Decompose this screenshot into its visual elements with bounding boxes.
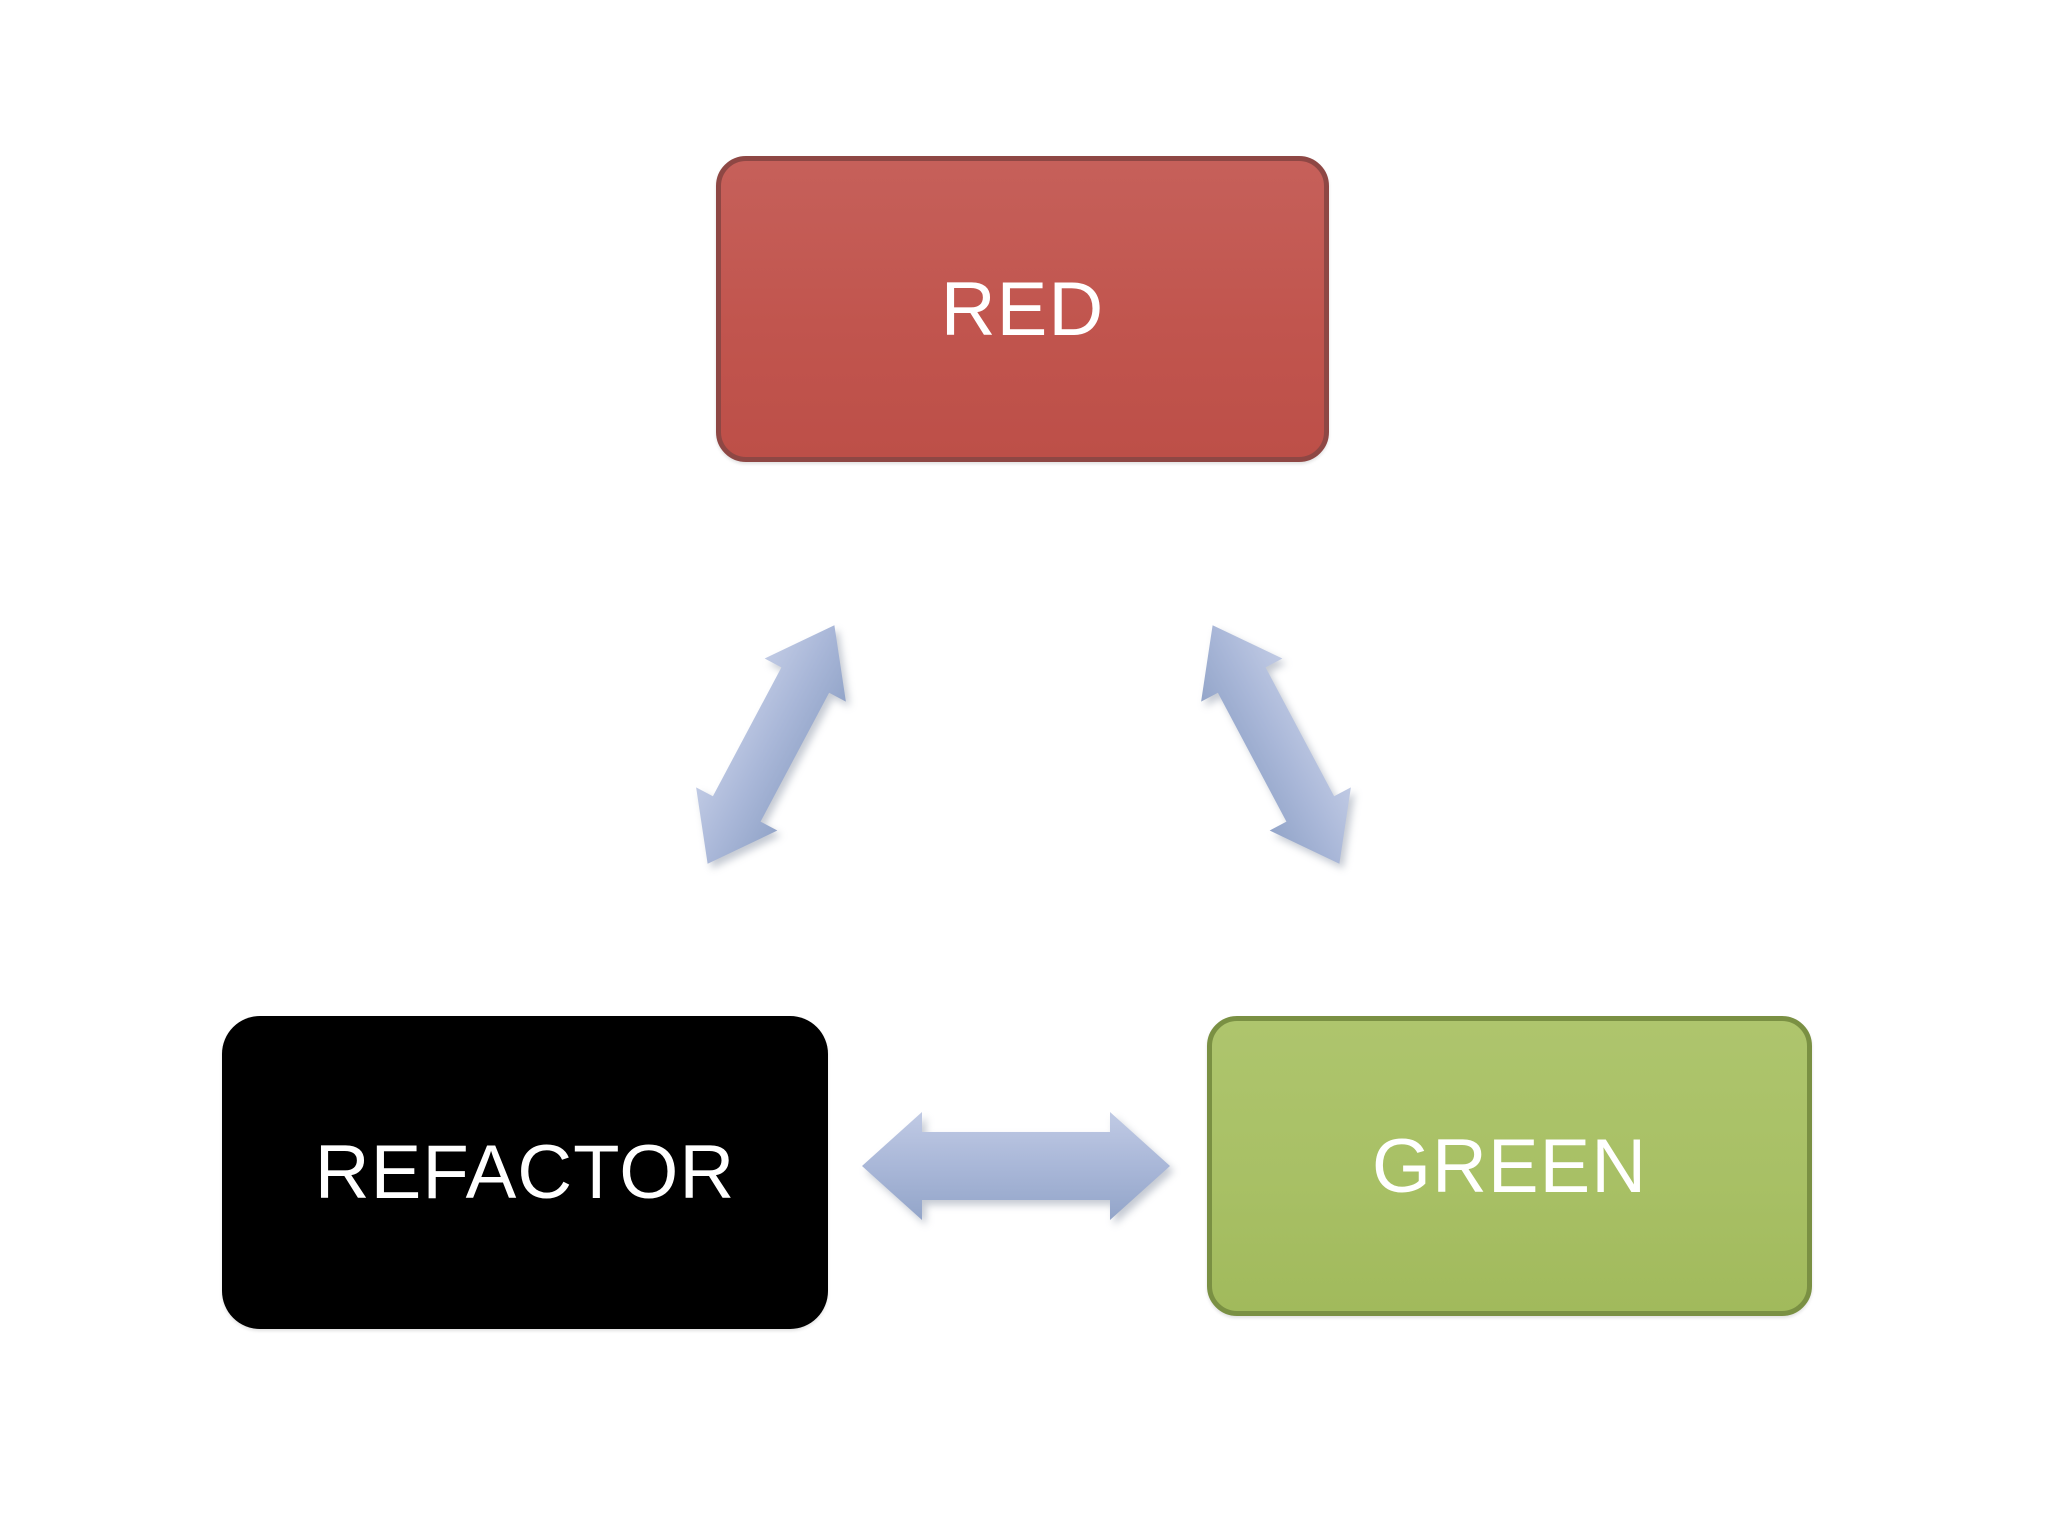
double-arrow-red-green-icon	[1201, 625, 1351, 864]
node-red: RED	[716, 156, 1329, 462]
node-red-label: RED	[940, 266, 1105, 352]
double-arrow-refactor-green-icon	[862, 1112, 1170, 1220]
double-arrow-red-refactor-icon	[696, 625, 846, 864]
node-green: GREEN	[1207, 1016, 1812, 1316]
node-green-label: GREEN	[1371, 1123, 1648, 1209]
node-refactor-label: REFACTOR	[314, 1130, 736, 1215]
node-refactor: REFACTOR	[222, 1016, 828, 1329]
